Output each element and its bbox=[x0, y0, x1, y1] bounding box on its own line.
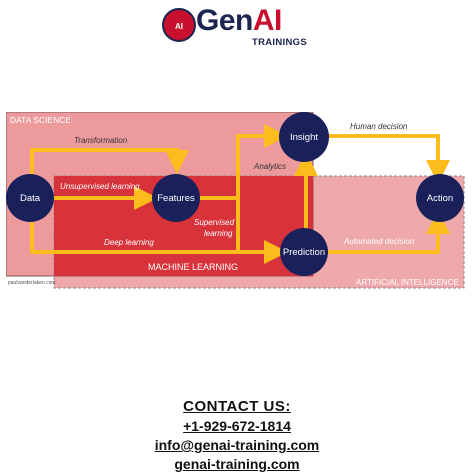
edge-label-supervised-line2: learning bbox=[204, 229, 233, 238]
region-label-machine-learning: MACHINE LEARNING bbox=[148, 262, 239, 272]
logo-word-ai: AI bbox=[252, 4, 283, 37]
region-label-data-science: DATA SCIENCE bbox=[10, 115, 72, 125]
contact-phone-link[interactable]: +1-929-672-1814 bbox=[183, 418, 291, 434]
arrow-human-decision bbox=[326, 134, 450, 184]
node-prediction: Prediction bbox=[280, 228, 328, 276]
genai-logo: AI GenAI TRAININGS bbox=[160, 4, 320, 48]
arrow-automated-decision bbox=[326, 210, 450, 254]
diagram-credit: paulvanderlaken.com bbox=[8, 280, 56, 286]
arrow-deep-learning bbox=[30, 222, 288, 264]
region-label-artificial-intelligence: ARTIFICIAL INTELLIGENCE bbox=[356, 278, 459, 287]
edge-label-analytics: Analytics bbox=[254, 162, 287, 171]
contact-email-link[interactable]: info@genai-training.com bbox=[154, 437, 320, 453]
node-data: Data bbox=[6, 174, 54, 222]
edge-label-unsupervised: Unsupervised learning bbox=[60, 182, 140, 191]
node-action: Action bbox=[416, 174, 464, 222]
diagram-canvas bbox=[6, 112, 465, 289]
node-features: Features bbox=[152, 174, 200, 222]
edge-label-supervised-line1: Supervised bbox=[194, 218, 235, 227]
contact-title: CONTACT US: bbox=[183, 398, 291, 415]
edge-label-deep-learning: Deep learning bbox=[104, 238, 154, 247]
node-insight: Insight bbox=[279, 112, 329, 162]
logo-wordmark: GenAI bbox=[196, 4, 282, 38]
brain-emblem-icon: AI bbox=[162, 8, 196, 42]
edge-label-human-decision: Human decision bbox=[350, 122, 408, 131]
ds-ml-ai-diagram: DATA SCIENCE MACHINE LEARNING ARTIFICIAL… bbox=[6, 112, 468, 292]
logo-word-gen: Gen bbox=[196, 4, 253, 37]
contact-website-link[interactable]: genai-training.com bbox=[174, 456, 300, 472]
edge-label-transformation: Transformation bbox=[74, 136, 128, 145]
arrow-transformation bbox=[30, 148, 189, 190]
logo-subtitle: TRAININGS bbox=[252, 37, 307, 48]
edge-label-automated-decision: Automated decision bbox=[344, 237, 415, 246]
arrow-analytics bbox=[236, 124, 288, 254]
emblem-text: AI bbox=[175, 22, 183, 31]
